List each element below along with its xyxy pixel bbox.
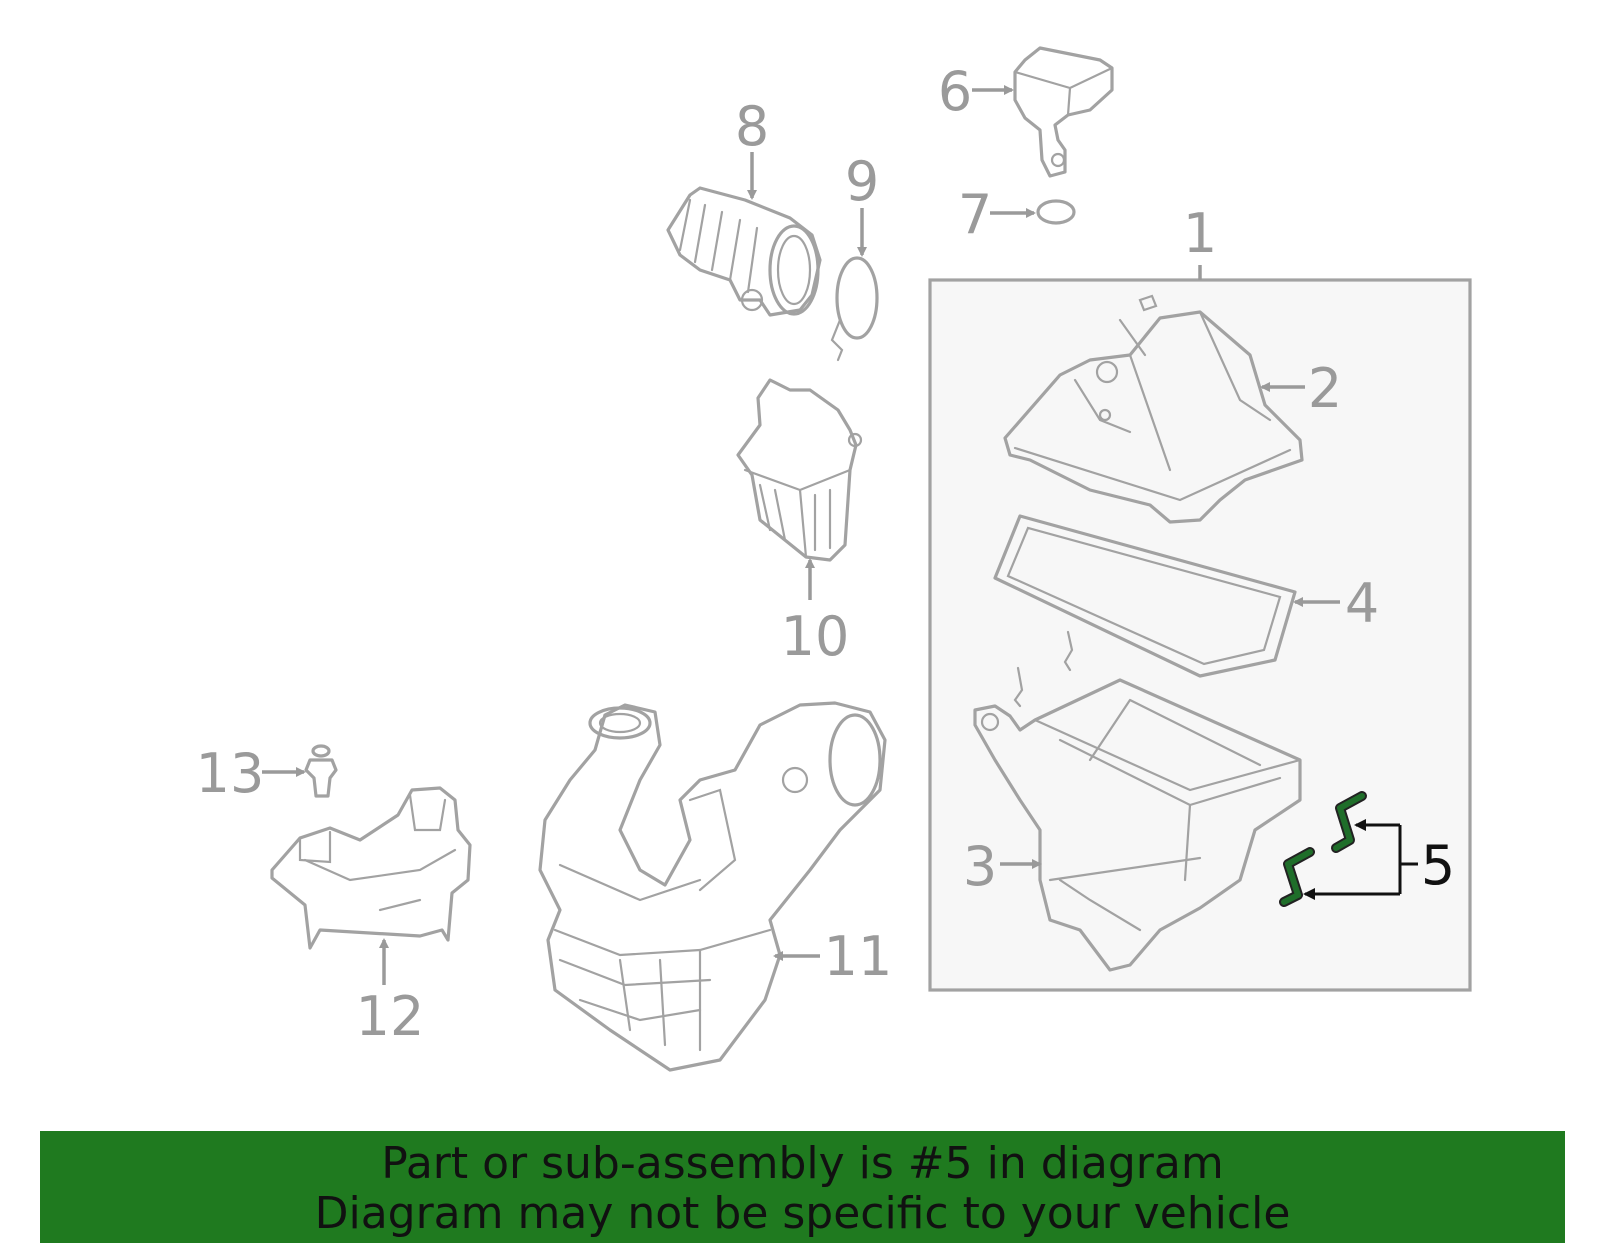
part-12-bracket (270, 786, 472, 950)
assembly-box (928, 278, 1472, 992)
info-banner: Part or sub-assembly is #5 in diagram Di… (40, 1131, 1565, 1243)
callout-1: 1 (1183, 202, 1217, 265)
callout-4: 4 (1345, 572, 1379, 635)
callout-3: 3 (963, 835, 997, 898)
part-2-upper-cover (1003, 294, 1304, 524)
part-7-o-ring (1036, 199, 1076, 225)
part-3-lower-case (973, 678, 1302, 972)
callout-9: 9 (845, 150, 879, 213)
callout-5-leader (1303, 819, 1418, 900)
part-9-clamp (830, 256, 879, 362)
part-8-intake-hose (666, 186, 822, 317)
callout-6: 6 (938, 60, 972, 123)
part-10-resonator (736, 378, 863, 562)
parts-diagram: 1 2 3 4 5 6 7 8 9 10 11 12 13 (196, 46, 1472, 1072)
part-6-sensor (1013, 46, 1114, 178)
part-11-air-duct (538, 701, 887, 1072)
banner-line-2: Diagram may not be specific to your vehi… (314, 1188, 1291, 1239)
callout-2: 2 (1308, 357, 1342, 420)
callout-12: 12 (356, 985, 425, 1048)
banner-line-1: Part or sub-assembly is #5 in diagram (381, 1138, 1224, 1189)
part-5-clips (1279, 791, 1367, 907)
callout-8: 8 (735, 95, 769, 158)
callout-10: 10 (781, 605, 850, 668)
part-4-filter-element (993, 514, 1297, 678)
small-clips (1013, 630, 1074, 708)
callout-11: 11 (824, 925, 893, 988)
callout-5: 5 (1421, 834, 1455, 897)
part-13-clip (304, 744, 338, 798)
callout-7: 7 (958, 183, 992, 246)
callout-13: 13 (196, 742, 265, 805)
